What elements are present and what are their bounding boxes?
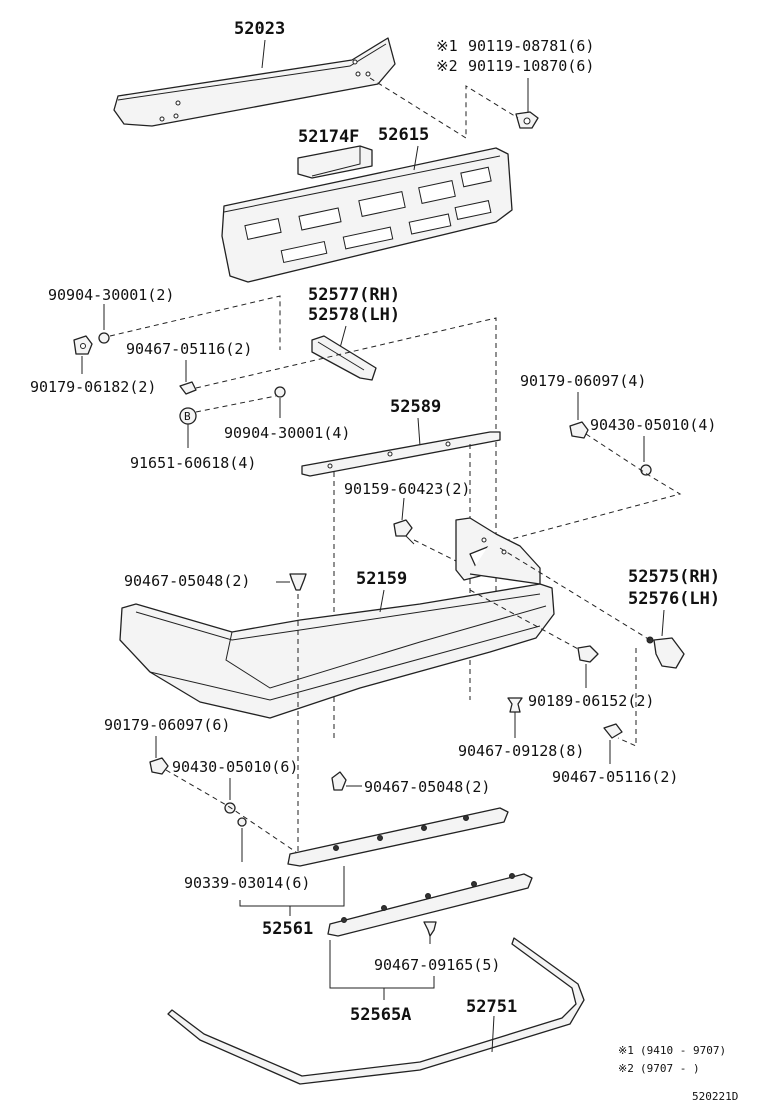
- part-52159-bumper-cover[interactable]: [119, 517, 555, 719]
- label-52561: 52561: [262, 919, 313, 939]
- clip-90467-05116-a[interactable]: [179, 381, 197, 395]
- label-90430-05010-b: 90430-05010(6): [172, 758, 298, 776]
- clip-90467-05048-b[interactable]: [331, 771, 347, 791]
- part-52615-energy-absorber[interactable]: [221, 147, 513, 283]
- label-52751: 52751: [466, 997, 517, 1017]
- label-90179-06182: 90179-06182(2): [30, 378, 156, 396]
- part-52565a-moulding[interactable]: [327, 873, 533, 937]
- part-52561-moulding[interactable]: [287, 807, 509, 867]
- clip-91651-b[interactable]: B: [179, 407, 197, 425]
- label-52615: 52615: [378, 125, 429, 145]
- label-52578-lh: 52578(LH): [308, 305, 400, 325]
- washer-90904-b[interactable]: [274, 386, 286, 398]
- label-52174f: 52174F: [298, 127, 359, 147]
- washer-90904-a[interactable]: [98, 332, 110, 344]
- nut-90179-06097-a[interactable]: [569, 421, 589, 439]
- label-90119-08781: 90119-08781(6): [468, 37, 594, 55]
- label-90179-06097-b: 90179-06097(6): [104, 716, 230, 734]
- nut-90189-06152[interactable]: [577, 645, 599, 663]
- label-52565a: 52565A: [350, 1005, 411, 1025]
- label-52589: 52589: [390, 397, 441, 417]
- label-90119-10870: 90119-10870(6): [468, 57, 594, 75]
- clip-90467-09165[interactable]: [423, 921, 437, 944]
- part-52023-reinforcement[interactable]: [113, 37, 396, 127]
- label-52023: 52023: [234, 19, 285, 39]
- diagram-code: 520221D: [692, 1090, 738, 1103]
- label-90467-05048-a: 90467-05048(2): [124, 572, 250, 590]
- footnote1-mark: ※1: [618, 1044, 634, 1057]
- clip-90339[interactable]: [237, 817, 247, 827]
- label-90467-09128: 90467-09128(8): [458, 742, 584, 760]
- label-52577-rh: 52577(RH): [308, 285, 400, 305]
- note1-mark: ※1: [436, 37, 458, 55]
- label-90467-05116-b: 90467-05116(2): [552, 768, 678, 786]
- label-90430-05010-a: 90430-05010(4): [590, 416, 716, 434]
- retainer-52575-52576[interactable]: [646, 636, 685, 669]
- label-52575-rh: 52575(RH): [628, 567, 720, 587]
- bolt-90119[interactable]: [515, 111, 539, 129]
- screw-90159[interactable]: [393, 519, 415, 545]
- washer-90430-b[interactable]: [224, 802, 236, 814]
- note2-mark: ※2: [436, 57, 458, 75]
- footnote2-mark: ※2: [618, 1062, 634, 1075]
- label-90467-09165: 90467-09165(5): [374, 956, 500, 974]
- label-52576-lh: 52576(LH): [628, 589, 720, 609]
- label-91651-60618: 91651-60618(4): [130, 454, 256, 472]
- label-90189-06152: 90189-06152(2): [528, 692, 654, 710]
- part-52751-strip[interactable]: [167, 937, 585, 1085]
- label-90159-60423: 90159-60423(2): [344, 480, 470, 498]
- svg-text:B: B: [184, 410, 191, 423]
- label-90904-30001-a: 90904-30001(2): [48, 286, 174, 304]
- label-90467-05116-a: 90467-05116(2): [126, 340, 252, 358]
- bracket-52577-52578[interactable]: [311, 335, 377, 381]
- clip-90467-09128[interactable]: [507, 697, 523, 720]
- label-90904-30001-b: 90904-30001(4): [224, 424, 350, 442]
- label-90339-03014: 90339-03014(6): [184, 874, 310, 892]
- footnote2-range: (9707 - ): [640, 1062, 700, 1075]
- part-52174f-pad[interactable]: [297, 145, 373, 179]
- retainer-52589[interactable]: [301, 431, 501, 477]
- clip-90467-05048-a[interactable]: [289, 573, 307, 591]
- footnote1-range: (9410 - 9707): [640, 1044, 726, 1057]
- label-90467-05048-b: 90467-05048(2): [364, 778, 490, 796]
- nut-90179-06182[interactable]: [73, 335, 93, 355]
- clip-90467-05116-b[interactable]: [603, 723, 623, 739]
- label-52159: 52159: [356, 569, 407, 589]
- label-90179-06097-a: 90179-06097(4): [520, 372, 646, 390]
- washer-90430-a[interactable]: [640, 464, 652, 476]
- nut-90179-06097-b[interactable]: [149, 757, 169, 775]
